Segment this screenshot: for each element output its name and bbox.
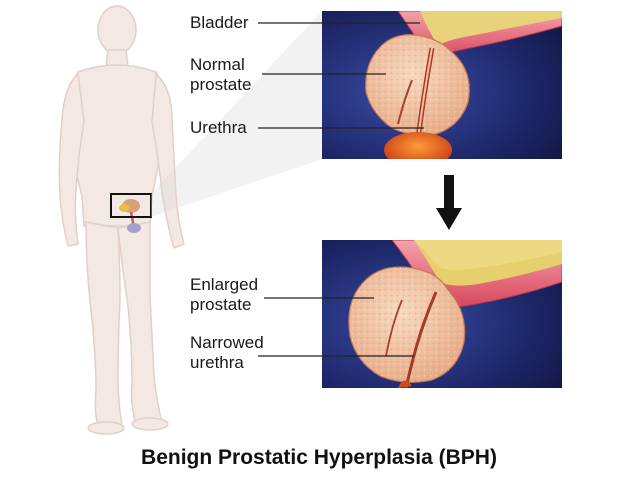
- diagram-title: Benign Prostatic Hyperplasia (BPH): [141, 446, 497, 469]
- human-body-figure: [58, 5, 185, 435]
- body-head: [97, 5, 137, 55]
- label-bladder: Bladder: [190, 13, 249, 32]
- normal-prostate-panel: [322, 11, 562, 159]
- label-enlarged-prostate-line2: prostate: [190, 295, 252, 314]
- enlarged-prostate-panel: [322, 240, 562, 388]
- body-leg-left: [85, 221, 123, 427]
- body-arm-left: [58, 72, 85, 247]
- zoom-projection: [151, 11, 322, 217]
- label-normal-prostate-line2: prostate: [190, 75, 252, 94]
- label-enlarged-prostate-line1: Enlarged: [190, 275, 259, 294]
- label-narrowed-urethra-line2: urethra: [190, 353, 244, 372]
- label-leader-lines: [258, 22, 424, 357]
- body-foot-left: [87, 421, 125, 435]
- label-narrowed-urethra-line1: Narrowed: [190, 333, 264, 352]
- body-foot-right: [131, 417, 169, 431]
- pelvic-organs-miniature: [119, 199, 141, 233]
- label-urethra: Urethra: [190, 118, 247, 137]
- zoom-selection-box: [110, 193, 152, 218]
- progression-arrow: [436, 175, 462, 230]
- body-arm-right: [151, 72, 185, 250]
- label-normal-prostate-line1: Normal: [190, 55, 245, 74]
- body-leg-right: [117, 221, 163, 425]
- body-neck: [105, 49, 129, 67]
